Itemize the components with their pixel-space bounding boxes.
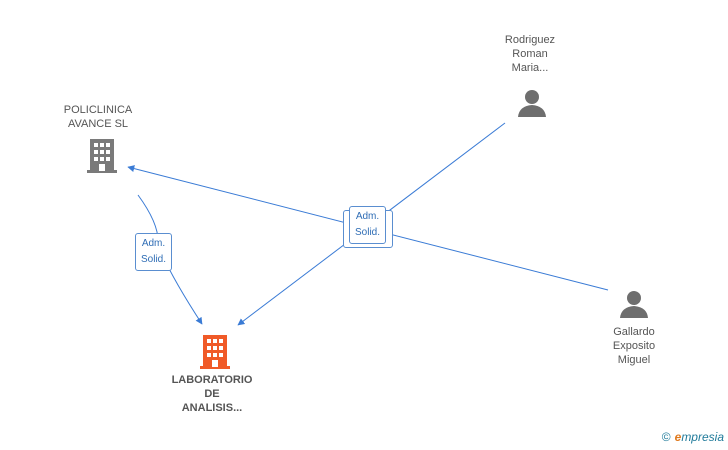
person-icon[interactable]	[619, 289, 649, 319]
node-label-line: Roman	[512, 48, 548, 60]
node-label-line: DE	[204, 388, 220, 400]
relation-label-line: Adm.	[141, 238, 166, 249]
brand-logo: empresia	[675, 430, 724, 444]
node-label-line: Maria...	[511, 62, 549, 74]
node-label-line: Rodriguez	[504, 34, 556, 46]
main-company-building-icon[interactable]	[199, 334, 231, 369]
node-label-line: AVANCE SL	[67, 118, 129, 130]
copyright-symbol: ©	[661, 430, 671, 444]
node-label-line: Gallardo	[613, 326, 655, 338]
building-icon[interactable]	[86, 138, 118, 173]
brand-name: mpresia	[681, 430, 724, 444]
node-label-rodriguez[interactable]: Rodriguez Roman Maria...	[480, 33, 580, 75]
node-label-line: ANALISIS...	[181, 402, 243, 414]
node-label-line: POLICLINICA	[63, 104, 133, 116]
brand-initial: e	[674, 430, 682, 444]
footer-brand[interactable]: © empresia	[662, 430, 724, 444]
node-label-laboratorio[interactable]: LABORATORIO DE ANALISIS...	[162, 373, 262, 415]
relation-label-center[interactable]: Adm. Solid.	[349, 206, 387, 244]
node-label-line: Miguel	[617, 354, 651, 366]
node-label-policlinica[interactable]: POLICLINICA AVANCE SL	[48, 103, 148, 131]
relation-label-line: Solid.	[141, 254, 167, 265]
relation-label-line: Adm.	[355, 211, 380, 222]
node-label-line: Exposito	[612, 340, 656, 352]
node-label-gallardo[interactable]: Gallardo Exposito Miguel	[584, 325, 684, 367]
node-label-line: LABORATORIO	[171, 374, 253, 386]
person-icon[interactable]	[517, 88, 547, 118]
relation-label-left[interactable]: Adm. Solid.	[135, 233, 173, 271]
relation-label-line: Solid.	[355, 227, 381, 238]
